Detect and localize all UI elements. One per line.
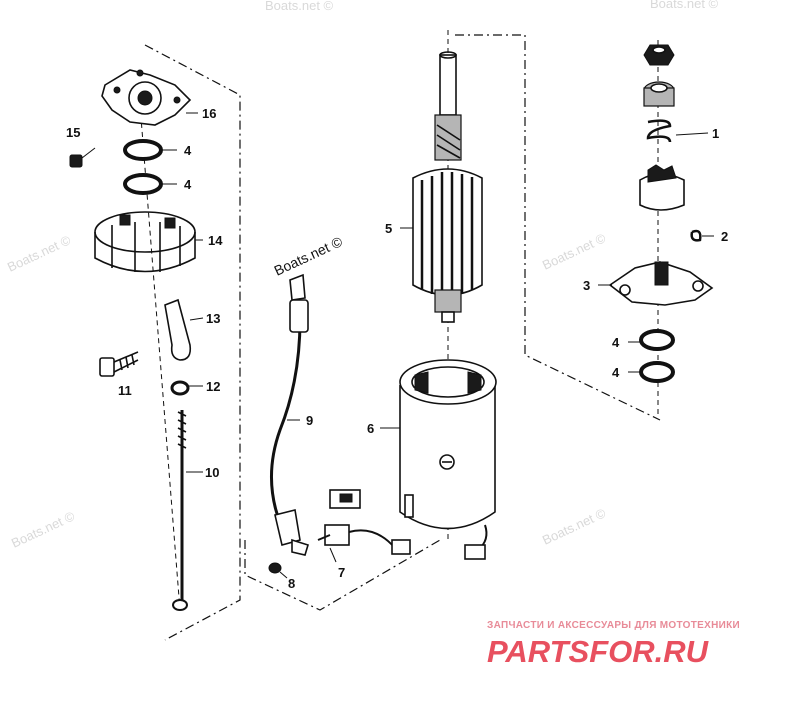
washer-4d (639, 361, 675, 383)
callout-6: 6 (367, 421, 374, 436)
frame-left (144, 44, 241, 641)
callout-2: 2 (721, 229, 728, 244)
watermark: Boats.net © (650, 0, 719, 11)
clip-2 (690, 229, 702, 242)
frame-bottom (244, 539, 441, 611)
drive-end-plate-3 (608, 261, 714, 306)
callout-16: 16 (202, 106, 216, 121)
frame-right (455, 34, 661, 421)
watermark: Boats.net © (540, 505, 608, 548)
washer-4c (639, 329, 675, 351)
callout-4: 4 (612, 335, 620, 350)
washer-4a (123, 139, 163, 161)
callout-15: 15 (66, 125, 80, 140)
callout-11: 11 (118, 383, 132, 398)
bolt-11 (99, 351, 139, 377)
callout-1: 1 (712, 126, 719, 141)
watermark: Boats.net © (5, 232, 73, 275)
strap-13 (164, 298, 192, 361)
brand-tagline: ЗАПЧАСТИ И АКСЕССУАРЫ ДЛЯ МОТОТЕХНИКИ (487, 620, 740, 631)
callout-4: 4 (612, 365, 620, 380)
brand-logo: PARTSFOR.RU (487, 634, 710, 669)
leader-lines (81, 112, 714, 579)
cable-9 (269, 273, 309, 556)
callout-4: 4 (184, 143, 192, 158)
housing-6 (399, 359, 497, 560)
through-bolt-10 (172, 410, 188, 611)
nut-8 (268, 562, 282, 574)
end-plate-16 (101, 69, 192, 126)
watermark: Boats.net © (265, 0, 334, 13)
watermark: Boats.net © (540, 230, 608, 273)
watermark-dark: Boats.net © (272, 233, 346, 279)
callout-12: 12 (206, 379, 220, 394)
brand-watermark: ЗАПЧАСТИ И АКСЕССУАРЫ ДЛЯ МОТОТЕХНИКИ PA… (487, 620, 740, 669)
screw-15 (69, 154, 83, 168)
brush-holder-14 (94, 211, 196, 273)
callout-3: 3 (583, 278, 590, 293)
drive-assembly-1 (639, 44, 685, 211)
watermark: Boats.net © (9, 508, 77, 551)
brushes-7 (317, 489, 411, 555)
nut-12 (170, 380, 190, 396)
callout-14: 14 (208, 233, 223, 248)
callout-9: 9 (306, 413, 313, 428)
callout-8: 8 (288, 576, 295, 591)
callout-7: 7 (338, 565, 345, 580)
callout-4: 4 (184, 177, 192, 192)
callout-labels: 1 2 3 4 4 4 4 5 6 7 8 9 10 11 12 13 14 1… (66, 106, 728, 591)
callout-10: 10 (205, 465, 219, 480)
callout-5: 5 (385, 221, 392, 236)
callout-13: 13 (206, 311, 220, 326)
washer-4b (123, 173, 163, 195)
armature-5 (412, 51, 483, 323)
